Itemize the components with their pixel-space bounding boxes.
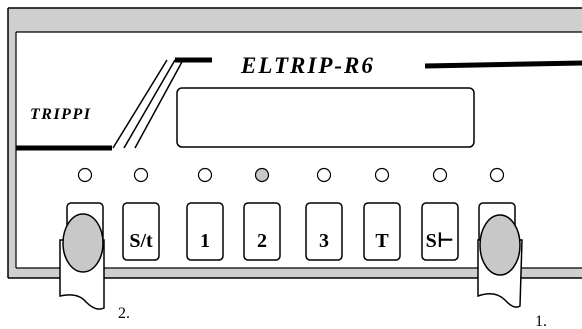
model-label: ELTRIP-R6: [240, 53, 375, 78]
key-s-t-label: S/t: [129, 230, 153, 252]
led-row: [77, 167, 505, 183]
led-indicator-7: [432, 167, 448, 183]
led-indicator-6: [374, 167, 390, 183]
left-finger: [59, 213, 105, 310]
right-finger: [477, 214, 523, 308]
key-2-cap[interactable]: [243, 202, 281, 261]
key-3-label: 3: [319, 230, 329, 252]
key-s-t[interactable]: S/t: [122, 202, 160, 261]
led-indicator-1: [77, 167, 93, 183]
frame-left-band: [8, 8, 16, 274]
right-finger-nail: [479, 214, 521, 276]
key-1-label: 1: [200, 230, 210, 252]
key-1-cap[interactable]: [186, 202, 224, 261]
frame-top-band: [8, 8, 582, 32]
led-indicator-5: [316, 167, 332, 183]
key-s-reset-cap[interactable]: [421, 202, 459, 261]
callout-left-finger: 2.: [118, 305, 130, 322]
key-t-cap[interactable]: [363, 202, 401, 261]
key-t-label: T: [375, 230, 389, 252]
key-3-cap[interactable]: [305, 202, 343, 261]
key-s-reset-label: S⊢: [426, 230, 455, 252]
key-row: S/t 1 2 3 T S⊢: [66, 202, 516, 261]
led-indicator-2: [133, 167, 149, 183]
slash-line-1: [112, 59, 168, 149]
maker-label: TRIPPI: [30, 106, 91, 123]
key-2[interactable]: 2: [243, 202, 281, 261]
key-2-label: 2: [257, 230, 267, 252]
led-indicator-4: [254, 167, 270, 183]
led-indicator-8: [489, 167, 505, 183]
key-3[interactable]: 3: [305, 202, 343, 261]
slash-line-3: [134, 59, 184, 149]
led-indicator-3: [197, 167, 213, 183]
slash-line-2: [123, 59, 176, 149]
display-window: [176, 87, 475, 148]
callout-right-finger: 1.: [535, 313, 547, 329]
key-s-reset[interactable]: S⊢: [421, 202, 459, 261]
frame-bottom-band: [8, 268, 582, 278]
key-1[interactable]: 1: [186, 202, 224, 261]
brand-stripe-top-right: [424, 60, 582, 69]
left-finger-nail: [62, 213, 104, 273]
key-t[interactable]: T: [363, 202, 401, 261]
key-s-t-cap[interactable]: [122, 202, 160, 261]
